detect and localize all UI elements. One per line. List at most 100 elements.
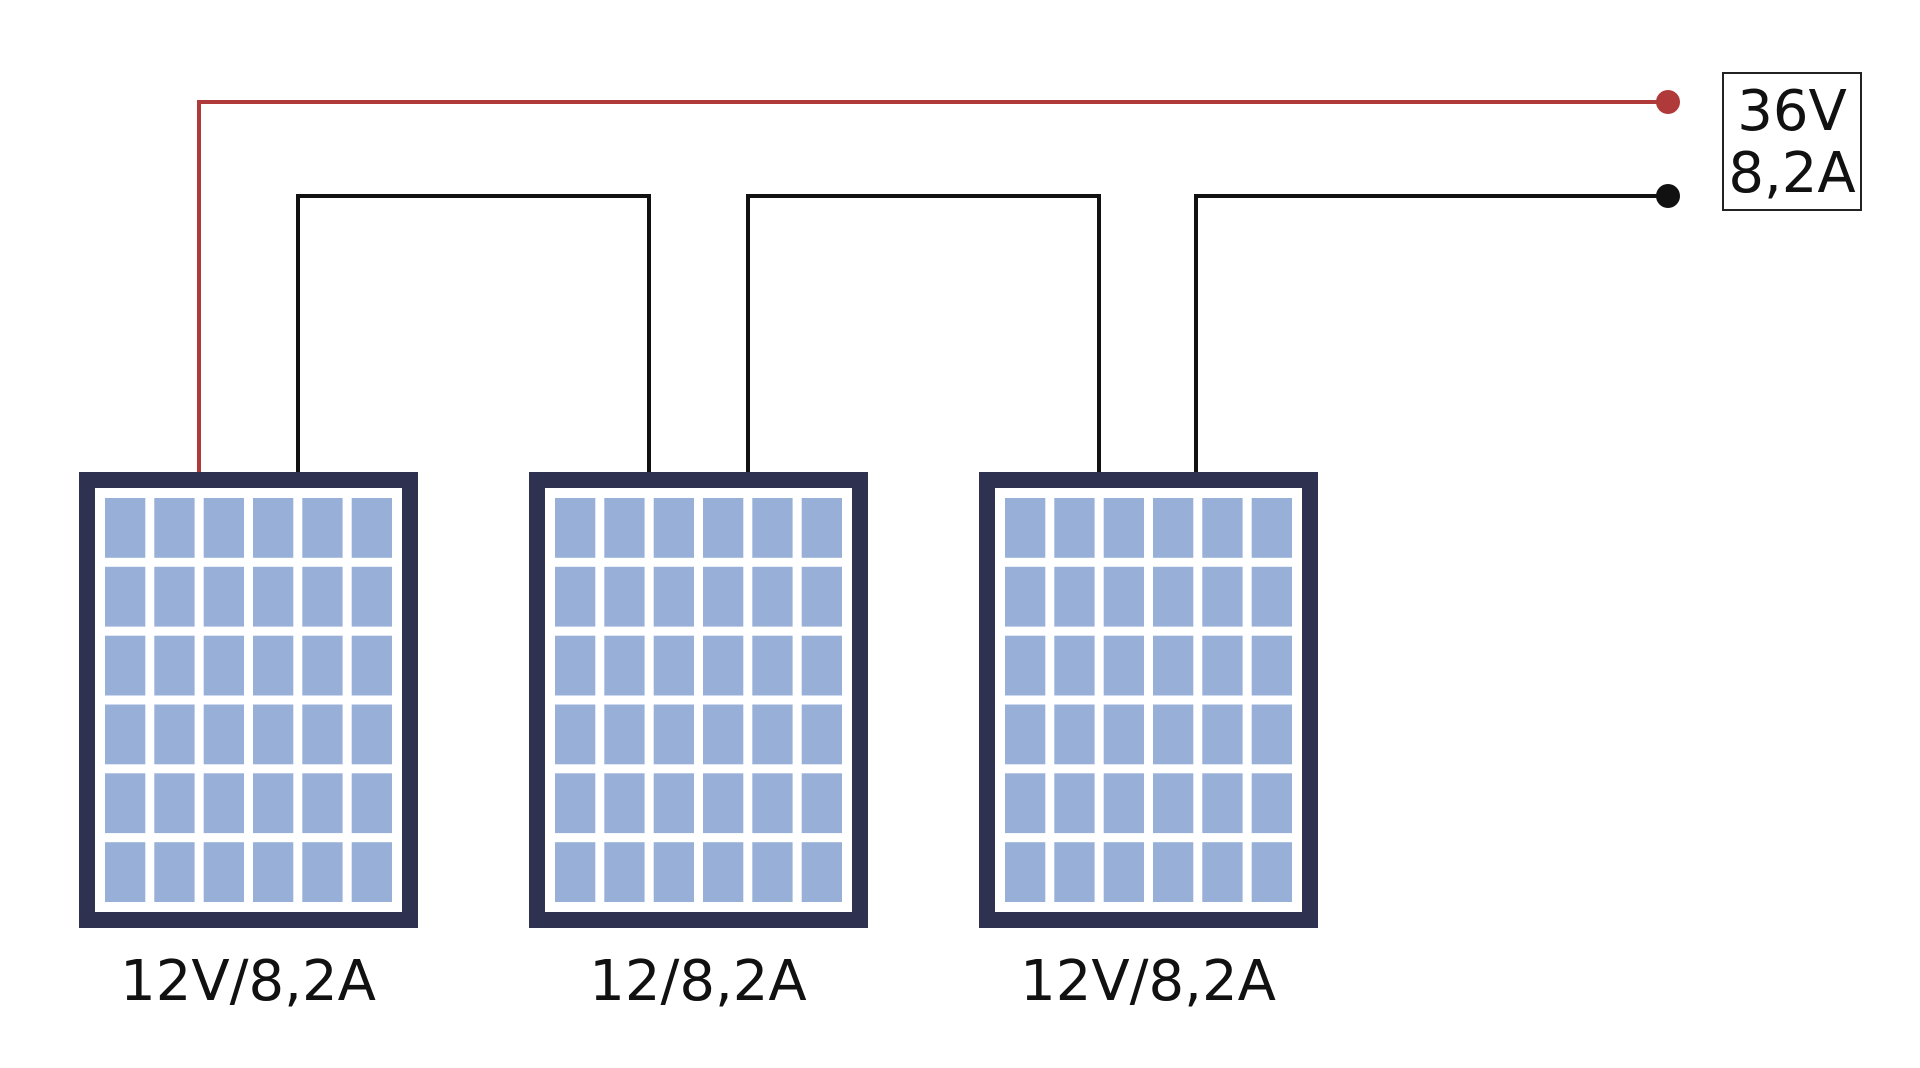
solar-cell <box>1153 842 1194 902</box>
solar-cell <box>253 842 294 902</box>
solar-cell <box>1251 635 1292 696</box>
panel-inner-border <box>995 488 1302 912</box>
solar-cell <box>154 566 195 627</box>
solar-cell <box>752 635 793 696</box>
solar-cell <box>1202 566 1243 627</box>
panel-cells <box>105 498 392 902</box>
solar-cell <box>1054 704 1095 765</box>
solar-panel-3: 12V/8,2A <box>979 472 1318 1014</box>
solar-cell <box>1153 498 1194 558</box>
solar-cell <box>1251 704 1292 765</box>
solar-cell <box>351 566 392 627</box>
solar-cell <box>1103 704 1144 765</box>
solar-cell <box>1005 842 1046 902</box>
solar-cell <box>154 498 195 558</box>
solar-cell <box>703 842 744 902</box>
output-voltage: 36V <box>1737 79 1847 144</box>
solar-cell <box>653 635 694 696</box>
panel-inner-border <box>95 488 402 912</box>
solar-cell <box>604 773 645 834</box>
solar-cell <box>752 498 793 558</box>
output-rating-box: 36V 8,2A <box>1722 72 1862 211</box>
solar-cell <box>203 635 244 696</box>
solar-cell <box>1251 773 1292 834</box>
solar-cell <box>801 704 842 765</box>
solar-cell <box>154 635 195 696</box>
solar-cell <box>253 498 294 558</box>
solar-cell <box>351 842 392 902</box>
solar-cell <box>105 635 146 696</box>
solar-cell <box>203 773 244 834</box>
solar-cell <box>604 635 645 696</box>
solar-cell <box>1005 635 1046 696</box>
solar-cell <box>1202 704 1243 765</box>
solar-cell <box>203 842 244 902</box>
solar-cell <box>703 498 744 558</box>
series-link-wire-1-2 <box>296 194 651 472</box>
solar-cell <box>555 635 596 696</box>
solar-cell <box>302 704 343 765</box>
solar-cell <box>1005 704 1046 765</box>
solar-cell <box>703 635 744 696</box>
solar-cell <box>653 704 694 765</box>
solar-cell <box>653 498 694 558</box>
solar-cell <box>752 842 793 902</box>
solar-cell <box>604 842 645 902</box>
solar-cell <box>105 773 146 834</box>
solar-cell <box>1103 773 1144 834</box>
solar-cell <box>105 566 146 627</box>
solar-cell <box>154 842 195 902</box>
solar-cell <box>1054 498 1095 558</box>
solar-cell <box>1202 773 1243 834</box>
solar-cell <box>703 566 744 627</box>
solar-cell <box>1153 566 1194 627</box>
solar-cell <box>1251 498 1292 558</box>
solar-cell <box>302 566 343 627</box>
positive-output-wire <box>197 100 1668 472</box>
solar-cell <box>604 704 645 765</box>
solar-cell <box>1103 635 1144 696</box>
solar-cell <box>1153 704 1194 765</box>
solar-cell <box>1103 842 1144 902</box>
solar-cell <box>801 842 842 902</box>
solar-cell <box>253 566 294 627</box>
solar-cell <box>1251 842 1292 902</box>
solar-cell <box>154 704 195 765</box>
panel-inner-border <box>545 488 852 912</box>
solar-cell <box>154 773 195 834</box>
solar-cell <box>1103 566 1144 627</box>
solar-cell <box>752 773 793 834</box>
solar-cell <box>302 635 343 696</box>
panel-label: 12V/8,2A <box>1020 949 1276 1014</box>
solar-cell <box>1251 566 1292 627</box>
solar-cell <box>253 635 294 696</box>
solar-cell <box>555 773 596 834</box>
solar-cell <box>1005 498 1046 558</box>
panel-label: 12V/8,2A <box>120 949 376 1014</box>
solar-cell <box>604 498 645 558</box>
solar-cell <box>604 566 645 627</box>
solar-cell <box>1153 773 1194 834</box>
output-current: 8,2A <box>1728 141 1855 206</box>
solar-cell <box>1202 635 1243 696</box>
solar-cell <box>752 566 793 627</box>
solar-cell <box>105 498 146 558</box>
solar-cell <box>1153 635 1194 696</box>
solar-cell <box>1054 842 1095 902</box>
solar-cell <box>203 498 244 558</box>
series-link-wire-2-3 <box>746 194 1101 472</box>
solar-cell <box>1202 842 1243 902</box>
solar-cell <box>801 498 842 558</box>
output-box-border <box>1722 72 1862 211</box>
panel-cells <box>555 498 842 902</box>
solar-cell <box>752 704 793 765</box>
solar-cell <box>1005 773 1046 834</box>
solar-cell <box>555 842 596 902</box>
solar-cell <box>302 498 343 558</box>
solar-cell <box>351 498 392 558</box>
solar-cell <box>555 498 596 558</box>
solar-cell <box>351 773 392 834</box>
solar-cell <box>801 635 842 696</box>
solar-cell <box>653 773 694 834</box>
